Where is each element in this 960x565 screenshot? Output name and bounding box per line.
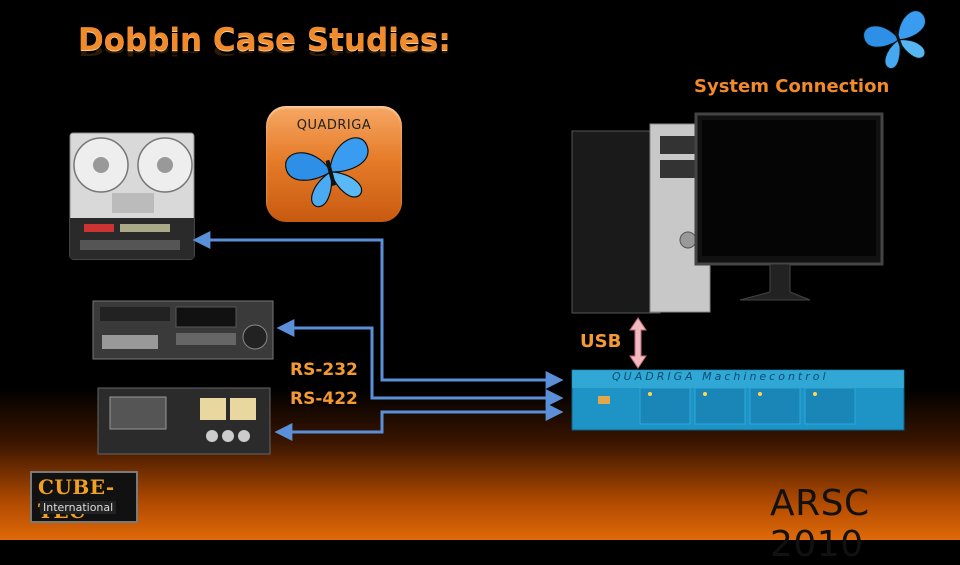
quadriga-icon-label: QUADRIGA [296,118,372,133]
quadriga-app-icon: QUADRIGA [266,106,402,222]
logo-sub-text: International [40,501,117,514]
butterfly-icon [285,137,369,208]
machine-control-overlay: QUADRIGA Machinecontrol [572,370,904,430]
rs232-label: RS-232 [290,360,358,380]
usb-arrow [629,317,647,369]
logo-main-text: CUBE-TEC [38,475,115,523]
system-connection-heading: System Connection [694,76,890,97]
conference-label: ARSC 2010 [770,483,870,565]
monitor [694,112,884,301]
connection-diagram [69,112,905,455]
machine-control-label: QUADRIGA Machinecontrol [612,370,829,383]
slide-title: Dobbin Case Studies: [78,22,451,58]
usb-label: USB [580,331,622,352]
video-tape-deck [92,300,274,360]
reel-to-reel-recorder [69,132,195,260]
cube-tec-logo: CUBE-TEC International [30,471,138,523]
machine-control-unit [571,369,905,431]
rs422-label: RS-422 [290,389,358,409]
tower-pc [571,123,711,314]
cassette-deck [97,387,271,455]
slide: Dobbin Case Studies: Dobbin Case Studies… [30,10,926,565]
